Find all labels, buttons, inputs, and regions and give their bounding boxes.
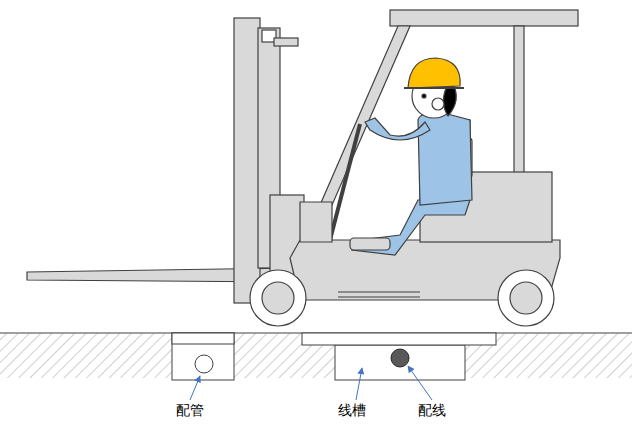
callout-label: 配线 bbox=[418, 402, 446, 419]
leader-line bbox=[190, 376, 200, 400]
cable-trough bbox=[302, 333, 496, 380]
callout-label: 线槽 bbox=[338, 402, 366, 419]
ground-hatch bbox=[0, 333, 632, 378]
leader-line bbox=[408, 366, 432, 400]
callout-label: 配管 bbox=[176, 402, 204, 419]
driver bbox=[350, 58, 472, 255]
forklift bbox=[27, 10, 578, 326]
pipe-box bbox=[172, 333, 234, 380]
leader-line bbox=[356, 368, 362, 400]
